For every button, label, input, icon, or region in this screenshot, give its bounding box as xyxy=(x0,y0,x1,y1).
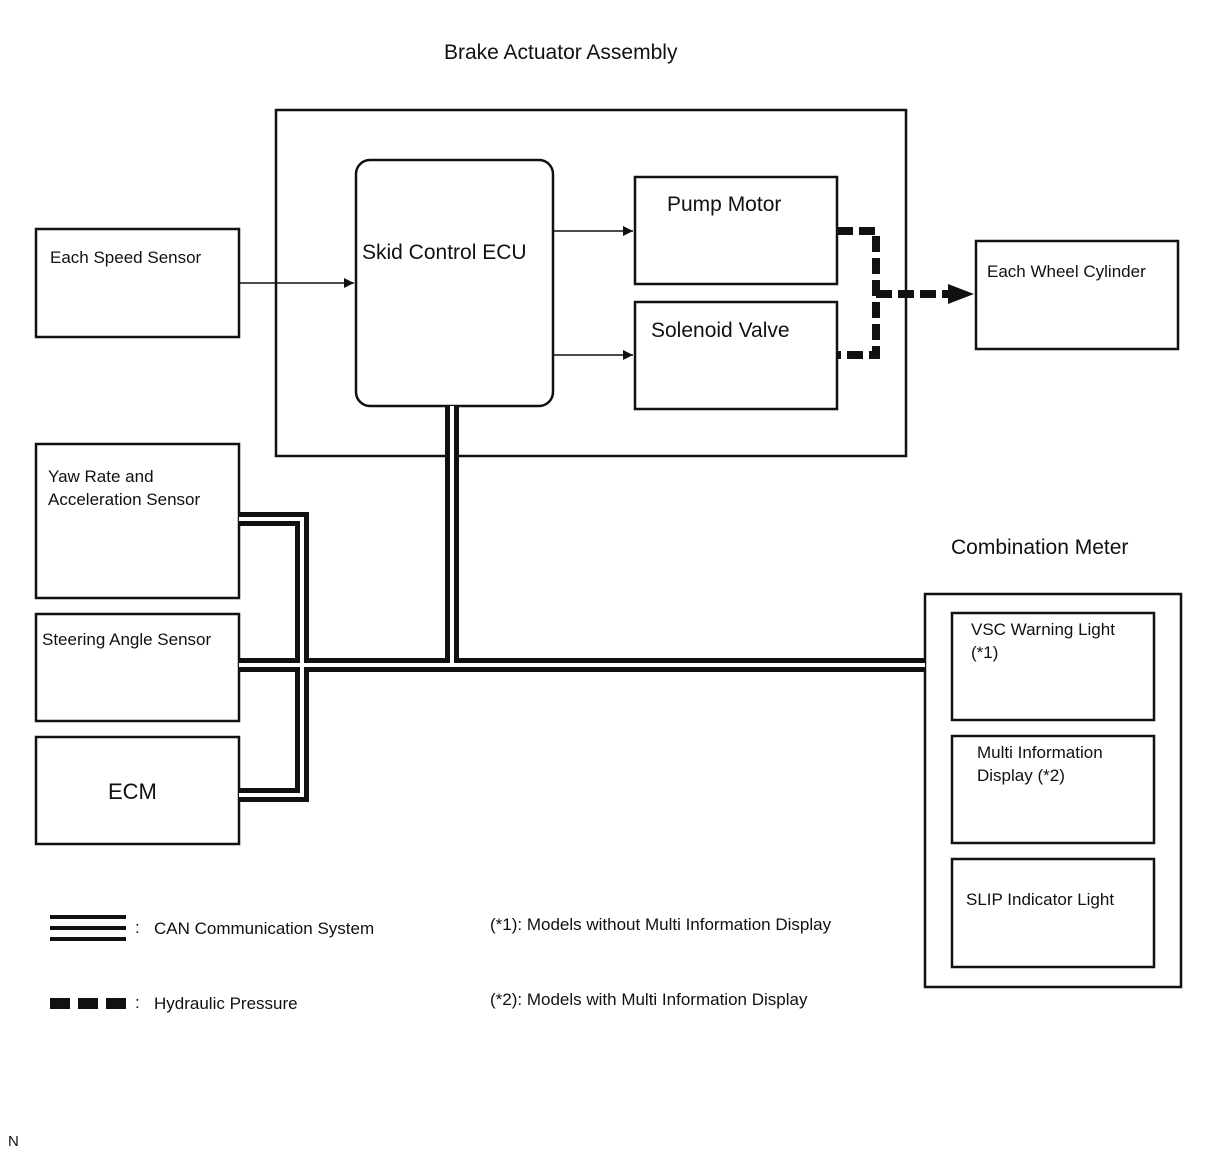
hydraulic-pressure-lines xyxy=(837,227,948,359)
combination-meter-title: Combination Meter xyxy=(951,536,1129,559)
solenoid-valve-box xyxy=(633,300,839,411)
multi-info-display-box xyxy=(950,734,1156,845)
vsc-warning-light-box xyxy=(950,611,1156,722)
each-wheel-cylinder-label: Each Wheel Cylinder xyxy=(987,262,1146,281)
can-bus xyxy=(239,406,925,802)
note-2: (*2): Models with Multi Information Disp… xyxy=(490,990,808,1009)
legend-hydraulic-symbol xyxy=(50,998,126,1009)
skid-control-ecu-label: Skid Control ECU xyxy=(362,241,527,264)
ecm-label: ECM xyxy=(108,779,157,804)
pump-motor-box xyxy=(633,175,839,286)
skid-control-ecu-box xyxy=(354,158,555,408)
legend-hydraulic-label: Hydraulic Pressure xyxy=(154,994,298,1013)
note-1: (*1): Models without Multi Information D… xyxy=(490,915,832,934)
legend-can-label: CAN Communication System xyxy=(154,919,375,938)
hydraulic-arrowhead xyxy=(948,284,974,304)
solenoid-valve-label: Solenoid Valve xyxy=(651,319,790,342)
corner-mark: N xyxy=(8,1133,19,1150)
legend-can-separator: : xyxy=(135,918,140,937)
pump-motor-label: Pump Motor xyxy=(667,193,782,216)
slip-indicator-light-label: SLIP Indicator Light xyxy=(966,890,1115,909)
each-speed-sensor-box xyxy=(34,227,241,339)
legend-can-symbol xyxy=(50,915,126,941)
vsc-warning-light-label: VSC Warning Light (*1) xyxy=(971,620,1115,662)
multi-info-display-label: Multi Information Display (*2) xyxy=(977,743,1103,785)
legend-hydraulic-separator: : xyxy=(135,993,140,1012)
steering-angle-sensor-label: Steering Angle Sensor xyxy=(42,630,212,649)
each-wheel-cylinder-box xyxy=(974,239,1180,351)
steering-angle-sensor-box xyxy=(34,612,241,723)
each-speed-sensor-label: Each Speed Sensor xyxy=(50,248,202,267)
brake-actuator-title: Brake Actuator Assembly xyxy=(444,41,678,64)
slip-indicator-light-box xyxy=(950,857,1156,969)
ecm-box xyxy=(34,735,241,846)
yaw-rate-sensor-label: Yaw Rate and Acceleration Sensor xyxy=(48,467,201,509)
